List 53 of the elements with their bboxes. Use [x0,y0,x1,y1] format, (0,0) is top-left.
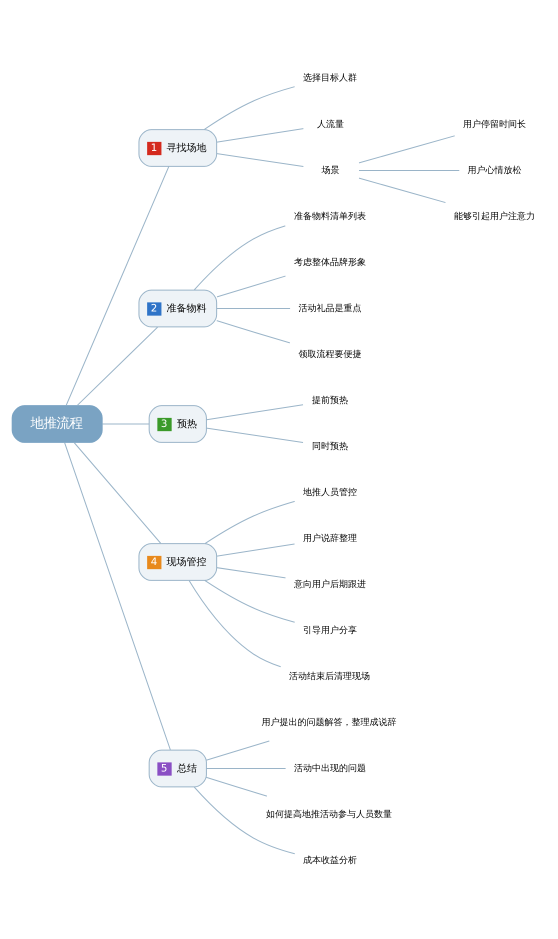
node-text: 地推人员管控 [303,486,358,498]
connector [204,580,295,623]
node-box: 2 准备物料 [138,290,218,328]
connector [216,320,290,344]
connector [216,153,304,168]
node-text: 人流量 [316,118,344,130]
connector [66,166,170,406]
node-text: 用户提出的问题解答，整理成说辞 [262,716,397,728]
node-box: 4 现场管控 [138,543,218,581]
connector [194,786,295,854]
node-text: 用户说辞整理 [303,532,358,544]
connector [216,276,286,298]
node-box: 5 总结 [148,750,207,788]
node-text: 如何提高地推活动参与人员数量 [266,808,392,820]
connector [206,768,286,770]
connector [216,567,286,578]
connector [102,424,150,425]
node-box: 地推流程 [12,405,103,443]
node-text: 同时预热 [312,440,348,452]
node-box: 1 寻找场地 [138,129,218,167]
node-text: 用户心情放松 [468,164,522,176]
connector [358,135,455,164]
node-text: 成本收益分析 [303,854,358,866]
connector [204,500,295,544]
node-text: 活动中出现的问题 [294,762,366,774]
node-text: 选择目标人群 [303,72,358,84]
node-text: 用户停留时间长 [463,118,526,130]
node-text: 准备物料清单列表 [294,210,366,222]
connector [216,128,304,143]
node-text: 引导用户分享 [303,624,358,636]
connector [64,442,171,750]
node-text: 场景 [321,164,340,176]
node-text: 意向用户后期跟进 [294,578,366,590]
node-text: 考虑整体品牌形象 [294,256,366,268]
connector [76,326,158,406]
connector [217,308,290,309]
node-text: 提前预热 [312,394,348,406]
connector [358,178,446,204]
connector [204,86,295,130]
node-text: 能够引起用户注意力 [454,210,535,222]
node-text: 活动结束后清理现场 [289,670,370,682]
connector [188,580,281,668]
connector [206,428,304,443]
connector [206,404,304,420]
node-text: 领取流程要便捷 [298,348,362,360]
connector [74,442,162,544]
connector [206,776,268,797]
connector [216,544,295,557]
connector [206,740,270,761]
connector [359,170,460,171]
node-box: 3 预热 [148,405,207,443]
connector [194,225,286,290]
node-text: 活动礼品是重点 [298,302,362,314]
